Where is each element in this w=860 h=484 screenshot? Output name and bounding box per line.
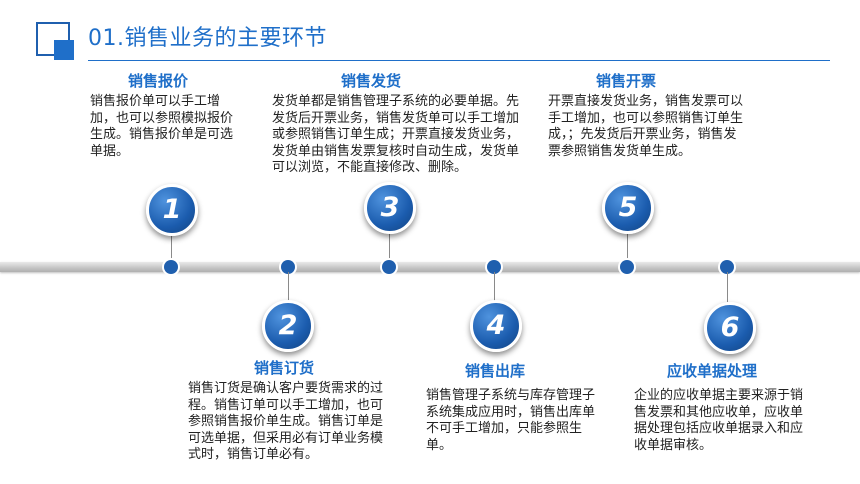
step-6-heading: 应收单据处理	[667, 362, 758, 380]
title-underline	[88, 60, 830, 61]
step-3-dot	[382, 260, 396, 274]
step-2-text: 销售订货是确认客户要货需求的过程。销售订单可以手工增加，也可参照销售报价单生成。…	[188, 381, 384, 462]
step-4-badge: 4	[470, 300, 522, 352]
step-1-dot	[164, 260, 178, 274]
step-3-stem	[389, 230, 390, 264]
step-2-stem	[288, 272, 289, 302]
step-1-badge: 1	[146, 184, 198, 236]
step-6-dot	[720, 260, 734, 274]
step-2-badge: 2	[262, 300, 314, 352]
step-5-heading: 销售开票	[596, 72, 657, 90]
step-1-stem	[171, 232, 172, 264]
timeline-bar	[0, 262, 860, 272]
step-5-dot	[620, 260, 634, 274]
step-6-badge: 6	[704, 302, 756, 354]
step-4-text: 销售管理子系统与库存管理子系统集成应用时，销售出库单不可手工增加，只能参照生单。	[426, 388, 596, 453]
step-5-text: 开票直接发货业务，销售发票可以手工增加，也可以参照销售订单生成，；先发货后开票业…	[548, 94, 744, 159]
step-2-heading: 销售订货	[254, 359, 315, 377]
step-4-stem	[494, 272, 495, 304]
page-title: 01.销售业务的主要环节	[88, 26, 327, 51]
step-4-heading: 销售出库	[465, 362, 526, 380]
step-5-badge: 5	[602, 182, 654, 234]
step-1-text: 销售报价单可以手工增加，也可以参照模拟报价生成。销售报价单是可选单据。	[90, 94, 234, 159]
step-3-badge: 3	[364, 182, 416, 234]
step-5-stem	[627, 230, 628, 264]
step-4-dot	[487, 260, 501, 274]
step-6-text: 企业的应收单据主要来源于销售发票和其他应收单，应收单据处理包括应收单据录入和应收…	[634, 388, 804, 453]
step-6-stem	[727, 272, 728, 302]
step-3-text: 发货单都是销售管理子系统的必要单据。先发货后开票业务，销售发货单可以手工增加或参…	[272, 94, 520, 175]
step-2-dot	[281, 260, 295, 274]
step-1-heading: 销售报价	[128, 72, 189, 90]
step-3-heading: 销售发货	[341, 72, 402, 90]
